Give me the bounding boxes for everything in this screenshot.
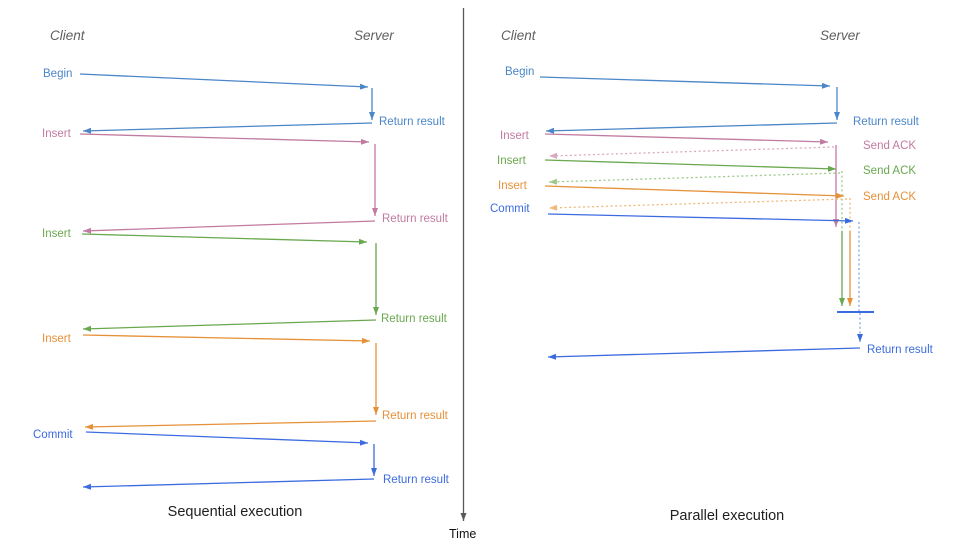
seq-insert3-label: Insert: [42, 333, 72, 345]
seq-insert2-result-label: Return result: [381, 313, 448, 325]
par-insert1-request-arrow: [544, 133, 829, 145]
par-insert2-request-arrow: [544, 159, 837, 172]
seq-insert1-request-arrow: [79, 133, 370, 145]
par-server-label: Server: [820, 28, 860, 43]
par-op-insert-2: Insert Send ACK: [497, 155, 916, 306]
seq-insert3-return-arrow: [84, 420, 377, 430]
par-op-insert-1: Insert Send ACK: [500, 130, 916, 227]
seq-server-label: Server: [354, 28, 394, 43]
par-insert2-ack-arrow: [548, 172, 841, 185]
par-commit-return-arrow: [547, 347, 861, 360]
seq-op-commit: Commit Return result: [33, 429, 450, 490]
seq-op-insert-2: Insert Return result: [42, 228, 448, 332]
seq-insert2-label: Insert: [42, 228, 72, 240]
seq-commit-label: Commit: [33, 429, 73, 441]
seq-insert1-result-label: Return result: [382, 213, 449, 225]
par-begin-request-arrow: [539, 76, 831, 89]
par-insert1-ack-arrow: [548, 146, 835, 159]
par-insert2-ack-label: Send ACK: [863, 165, 916, 177]
seq-commit-request-arrow: [85, 431, 369, 446]
seq-client-label: Client: [50, 28, 86, 43]
par-insert1-ack-label: Send ACK: [863, 140, 916, 152]
par-begin-return-arrow: [545, 122, 838, 134]
par-insert1-label: Insert: [500, 130, 530, 142]
par-begin-label: Begin: [505, 66, 534, 78]
seq-insert3-request-arrow: [82, 334, 371, 344]
par-op-begin: Begin Return result: [505, 66, 920, 134]
par-commit-request-arrow: [547, 213, 854, 224]
par-insert2-label: Insert: [497, 155, 527, 167]
seq-insert1-label: Insert: [42, 128, 72, 140]
seq-commit-result-label: Return result: [383, 474, 450, 486]
parallel-panel: Client Server Begin Return result Insert…: [490, 28, 934, 524]
time-axis-label: Time: [449, 527, 476, 540]
seq-begin-return-arrow: [82, 122, 373, 134]
seq-op-insert-3: Insert Return result: [42, 333, 449, 430]
seq-op-insert-1: Insert Return result: [42, 128, 449, 234]
sequential-panel: Client Server Begin Return result Insert…: [33, 28, 450, 520]
seq-insert3-result-label: Return result: [382, 410, 449, 422]
par-commit-result-label: Return result: [867, 344, 934, 356]
seq-insert2-return-arrow: [82, 319, 377, 332]
par-op-insert-3: Insert Send ACK: [498, 180, 916, 306]
par-insert3-request-arrow: [544, 185, 845, 199]
seq-begin-label: Begin: [43, 68, 72, 80]
time-axis: Time: [449, 8, 476, 540]
seq-begin-result-label: Return result: [379, 116, 446, 128]
par-insert3-ack-arrow: [548, 198, 848, 211]
par-commit-label: Commit: [490, 203, 530, 215]
par-insert3-ack-label: Send ACK: [863, 191, 916, 203]
seq-commit-return-arrow: [82, 478, 375, 490]
par-op-commit: Commit Return result: [490, 203, 934, 360]
par-begin-result-label: Return result: [853, 116, 920, 128]
par-client-label: Client: [501, 28, 537, 43]
seq-begin-request-arrow: [79, 73, 369, 90]
seq-insert1-return-arrow: [82, 220, 376, 234]
sequential-title: Sequential execution: [168, 504, 303, 520]
parallel-title: Parallel execution: [670, 508, 784, 524]
seq-insert2-request-arrow: [81, 233, 368, 245]
par-insert3-label: Insert: [498, 180, 528, 192]
seq-op-begin: Begin Return result: [43, 68, 446, 134]
